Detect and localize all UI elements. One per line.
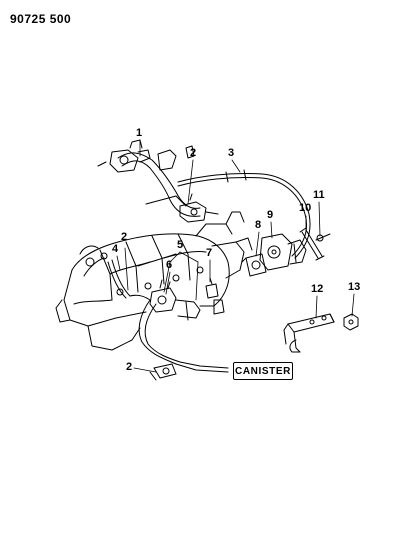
callout-11: 11 [313,189,325,201]
callout-2-lower: 2 [126,361,133,373]
callout-10: 10 [299,202,312,214]
part-4-hose [107,259,131,299]
callout-5: 5 [177,239,184,251]
throttle-housing [145,195,245,237]
callout-8: 8 [255,219,262,231]
callout-3: 3 [228,147,235,159]
callout-2-upper: 2 [190,147,197,159]
callout-1: 1 [136,127,143,139]
part-13-nut [343,313,359,331]
callout-2-middle: 2 [121,231,128,243]
part-8-gasket [241,253,267,277]
part-10-bolt [299,227,325,261]
document-id: 90725 500 [10,12,72,26]
callout-4: 4 [112,243,119,255]
part-11-washer [315,233,331,242]
callout-13: 13 [348,281,361,293]
part-2-clamp-lower [149,363,177,381]
callout-6: 6 [166,259,173,271]
part-2-clamp-upper [179,193,219,223]
callout-7: 7 [206,247,213,259]
lower-vacuum-hose [129,294,229,373]
part-7-fitting [205,277,219,299]
canister-label: CANISTER [233,362,293,380]
upper-vacuum-hose [117,152,311,259]
part-1-fitting [97,139,195,173]
callout-12: 12 [311,283,324,295]
intake-manifold [55,233,253,351]
part-12-bracket [283,313,335,353]
part-9-valve-body [259,233,307,271]
callout-9: 9 [267,209,274,221]
part-6-valve [149,279,225,321]
leader-lines [116,139,355,373]
